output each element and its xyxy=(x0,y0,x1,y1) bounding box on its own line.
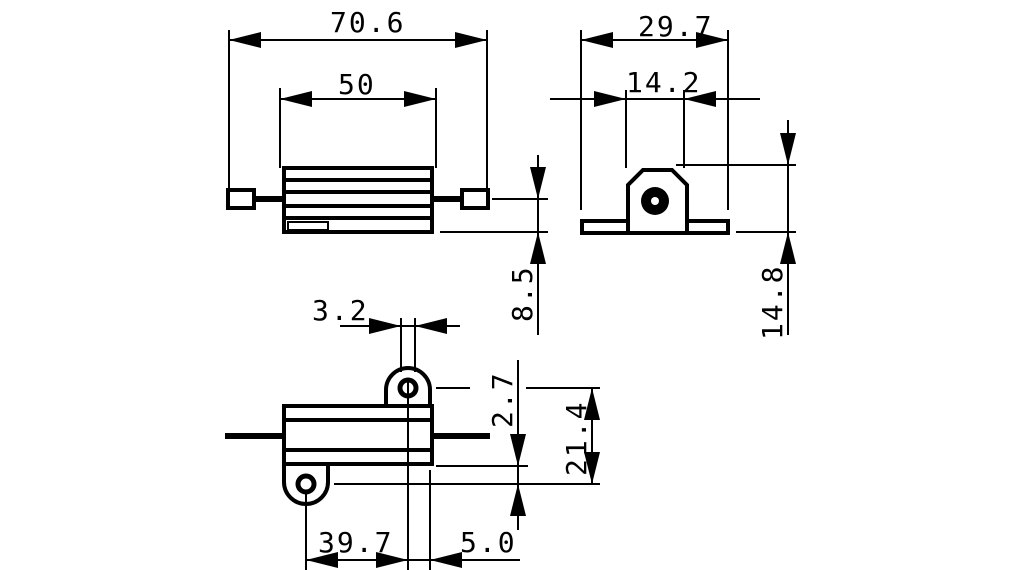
dim-bottom-hole-offset: 2.7 xyxy=(486,371,519,428)
dim-side-hole: 14.2 xyxy=(626,66,701,99)
dim-top-height: 8.5 xyxy=(506,265,539,322)
dim-bottom-tab: 3.2 xyxy=(312,294,369,327)
dim-bottom-pitch: 39.7 xyxy=(318,526,393,559)
top-left-terminal xyxy=(226,188,256,210)
bottom-view: 3.2 2.7 21.4 39.7 5.0 xyxy=(225,294,600,570)
top-view: 70.6 50 8.5 xyxy=(226,6,548,335)
dim-top-length: 70.6 xyxy=(330,6,405,39)
dim-bottom-height: 21.4 xyxy=(560,401,593,476)
top-right-terminal xyxy=(460,188,490,210)
dim-side-width: 29.7 xyxy=(638,10,713,43)
dim-side-height: 14.8 xyxy=(756,265,789,340)
dim-top-body: 50 xyxy=(338,68,376,101)
side-view: 29.7 14.2 14.8 xyxy=(550,10,796,340)
bottom-body xyxy=(282,404,434,466)
dim-bottom-edge: 5.0 xyxy=(460,526,517,559)
